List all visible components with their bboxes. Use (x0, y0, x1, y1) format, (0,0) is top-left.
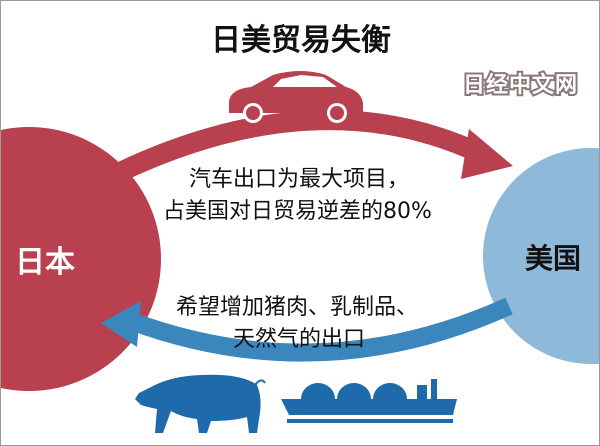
import-arrow (101, 297, 513, 362)
lng-ship-icon (281, 379, 457, 423)
us-label: 美国 (525, 242, 582, 275)
japan-label: 日本 (15, 245, 75, 280)
us-circle (483, 148, 599, 364)
export-arrow (74, 110, 513, 202)
import-text-line-1: 希望增加猪肉、乳制品、 (176, 295, 419, 320)
car-icon (229, 71, 363, 123)
export-text-line-2: 占美国对日贸易逆差的80% (163, 199, 432, 224)
import-text-line-2: 天然气的出口 (233, 327, 366, 352)
pig-icon (135, 374, 266, 433)
watermark-logo: 日经中文网 (461, 71, 579, 100)
page-title: 日美贸易失衡 (211, 23, 391, 58)
export-text-line-1: 汽车出口为最大项目， (189, 167, 410, 192)
